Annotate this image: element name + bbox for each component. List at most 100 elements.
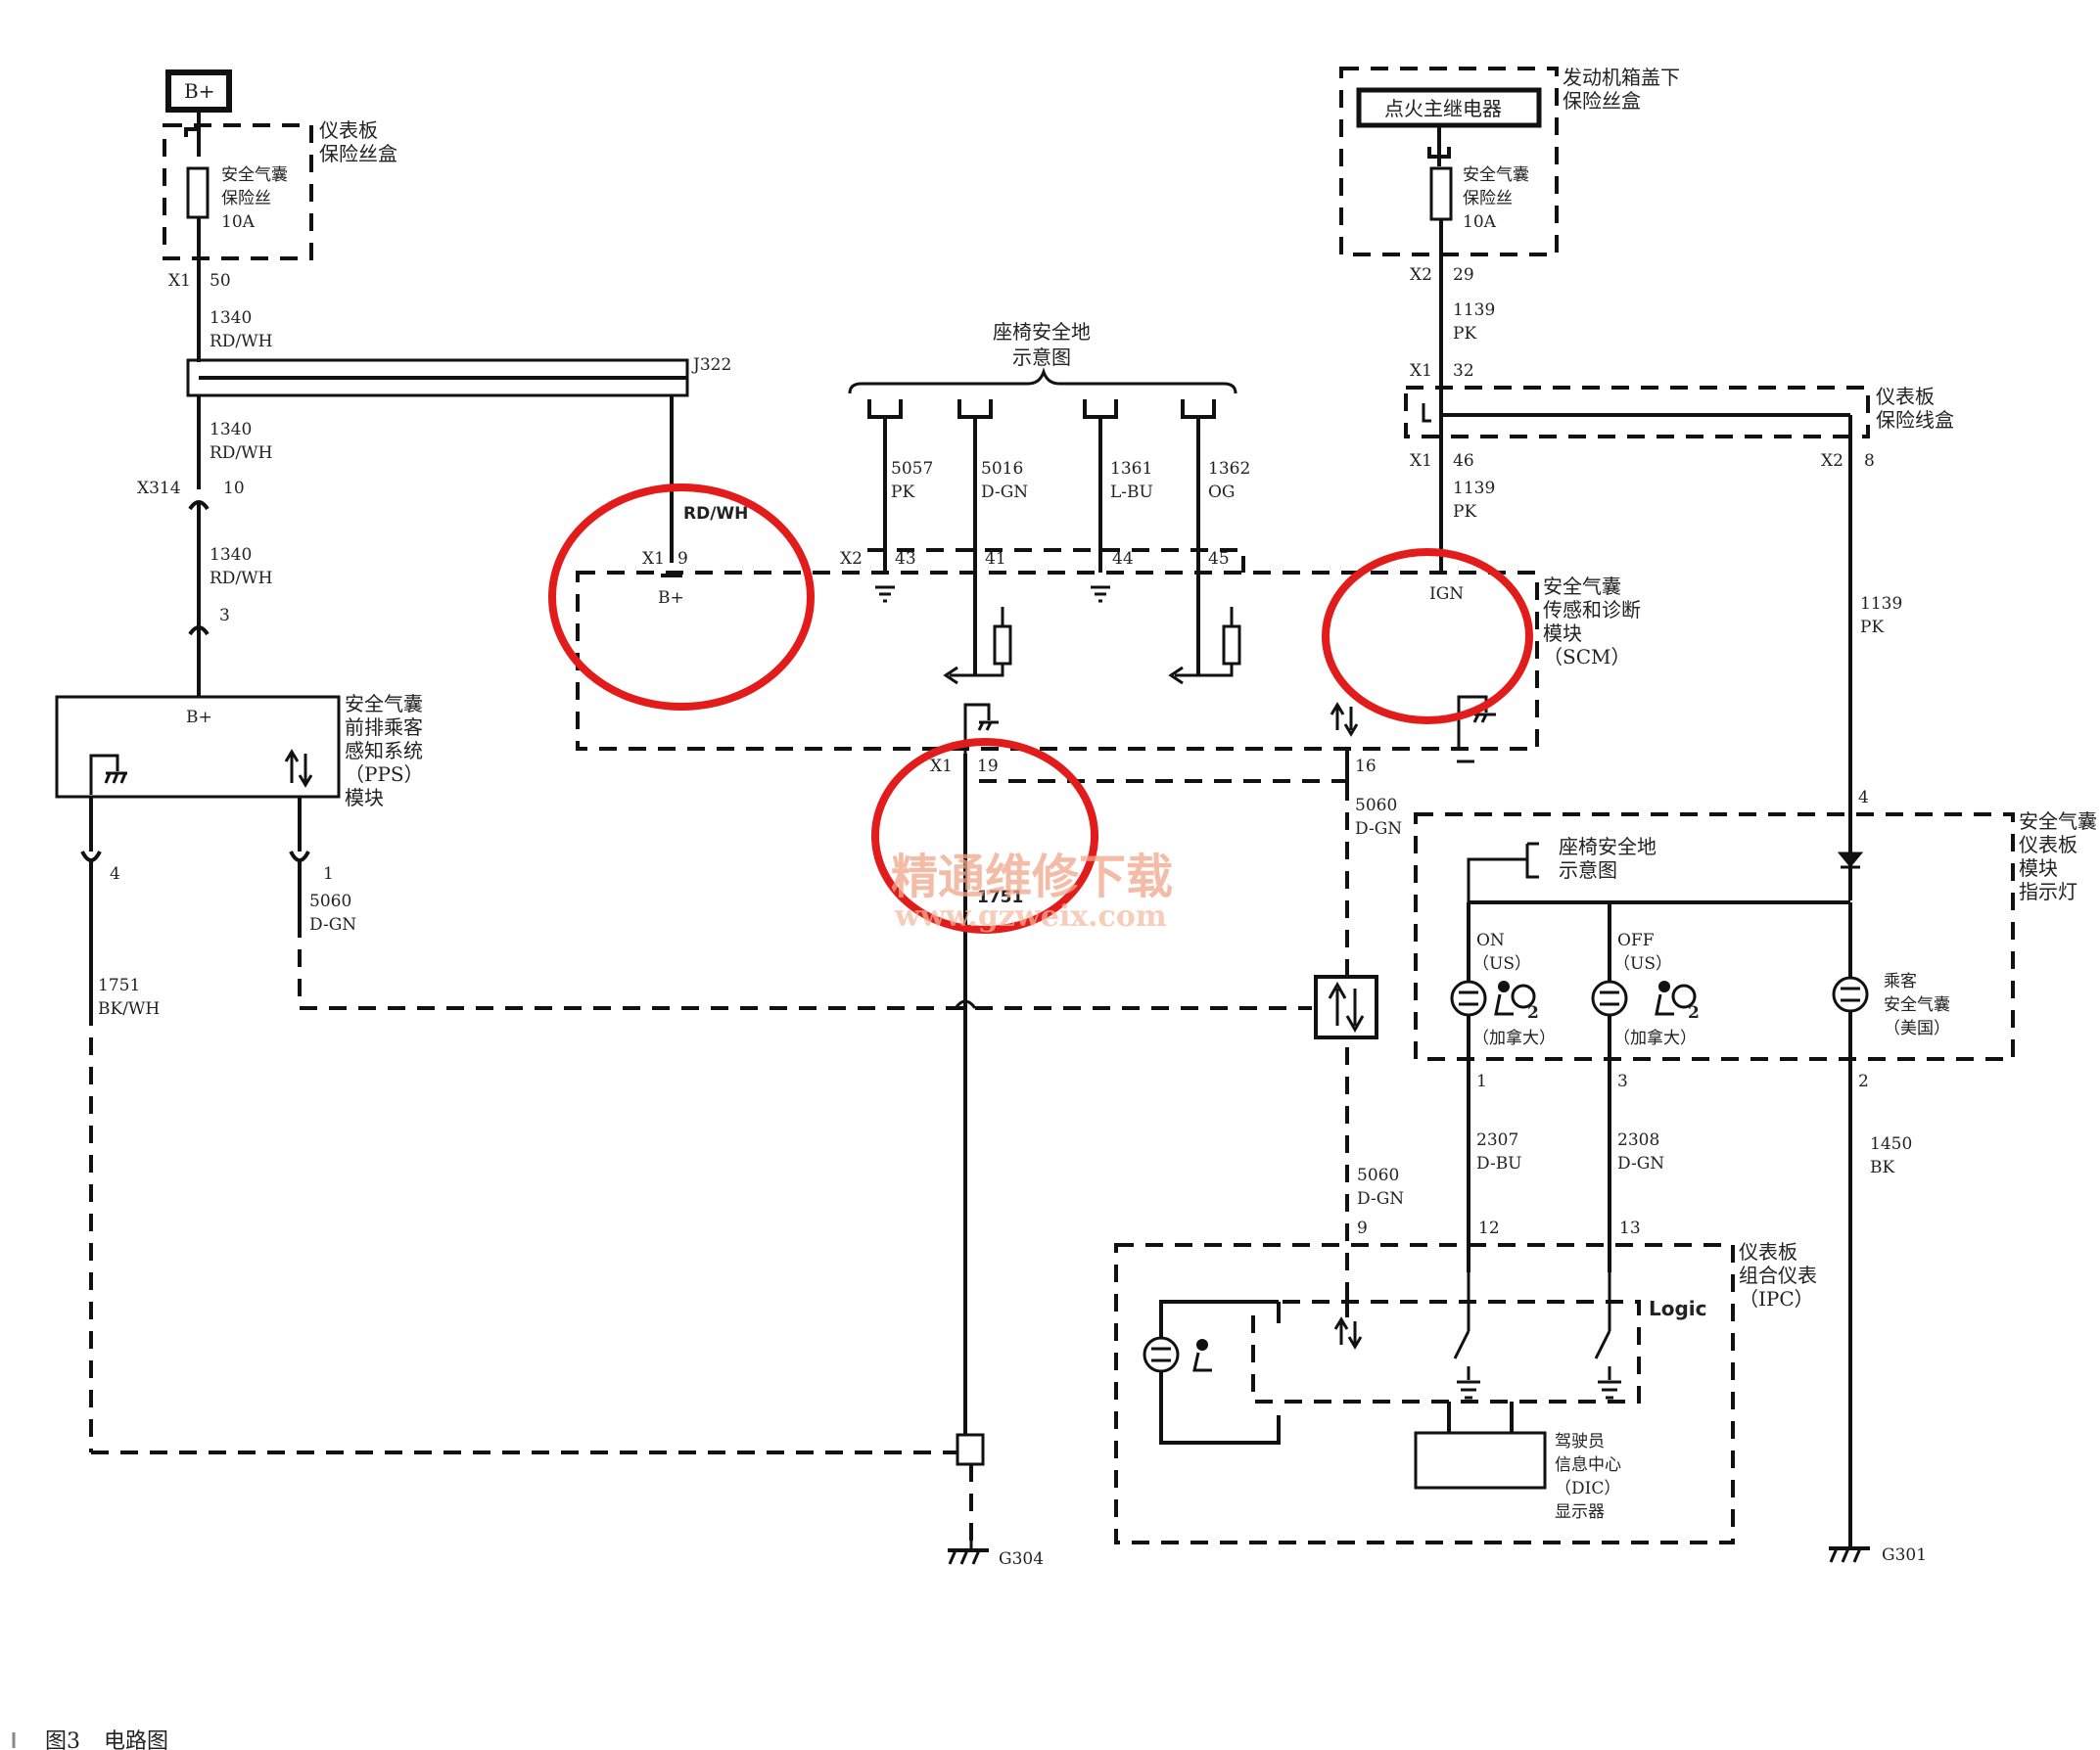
svg-text:44: 44 (1112, 549, 1134, 569)
svg-text:46: 46 (1453, 451, 1474, 471)
svg-text:12: 12 (1478, 1219, 1500, 1238)
svg-text:D-BU: D-BU (1476, 1154, 1522, 1174)
svg-text:5060: 5060 (1355, 796, 1397, 815)
svg-text:保险丝: 保险丝 (1463, 189, 1513, 208)
svg-text:5057: 5057 (891, 459, 933, 479)
svg-text:传感和诊断: 传感和诊断 (1543, 598, 1641, 622)
figure-title: 电路图 (104, 1729, 168, 1750)
svg-text:45: 45 (1208, 549, 1230, 569)
svg-text:（IPC）: （IPC） (1739, 1287, 1814, 1311)
svg-text:B+: B+ (186, 708, 212, 727)
svg-text:BK/WH: BK/WH (98, 999, 160, 1019)
svg-text:RD/WH: RD/WH (683, 504, 748, 524)
svg-text:信息中心: 信息中心 (1555, 1455, 1621, 1475)
svg-text:（US）: （US） (1472, 954, 1531, 974)
ignition-main-relay (1356, 87, 1542, 128)
svg-text:X314: X314 (137, 479, 181, 498)
svg-text:BK: BK (1870, 1158, 1894, 1177)
airbag-fuse-10a-right (1429, 166, 1453, 221)
svg-text:4: 4 (110, 864, 120, 884)
svg-text:41: 41 (985, 549, 1006, 569)
svg-text:Logic: Logic (1649, 1297, 1707, 1320)
svg-text:OG: OG (1208, 483, 1236, 502)
svg-text:2308: 2308 (1617, 1130, 1659, 1150)
svg-text:1751: 1751 (98, 976, 140, 995)
on-indicator-lamp-icon (1450, 980, 1487, 1017)
svg-text:安全气囊: 安全气囊 (1884, 995, 1950, 1015)
svg-text:1362: 1362 (1208, 459, 1250, 479)
svg-text:（PPS）: （PPS） (345, 762, 424, 786)
svg-text:ON: ON (1476, 931, 1505, 950)
svg-text:D-GN: D-GN (981, 483, 1028, 502)
seat-sensor-45 (1168, 607, 1241, 685)
svg-text:模块: 模块 (2019, 856, 2058, 880)
center-section: 座椅安全地 示意图 5057 PK 5016 D-GN 1361 L-BU 13… (576, 320, 1641, 1569)
svg-text:8: 8 (1864, 451, 1875, 471)
red-circle-scm-ign (1322, 548, 1533, 724)
svg-text:PK: PK (1453, 324, 1476, 344)
svg-text:点火主继电器: 点火主继电器 (1384, 97, 1502, 120)
svg-text:发动机箱盖下: 发动机箱盖下 (1563, 66, 1680, 89)
svg-text:RD/WH: RD/WH (210, 443, 272, 463)
svg-text:驾驶员: 驾驶员 (1555, 1432, 1605, 1451)
svg-text:1340: 1340 (210, 420, 252, 439)
svg-text:X2: X2 (840, 549, 863, 569)
svg-text:RD/WH: RD/WH (210, 332, 272, 351)
svg-text:PK: PK (1453, 502, 1476, 522)
svg-text:X1: X1 (1410, 361, 1432, 381)
watermark-url: www.gzweix.com (894, 899, 1167, 934)
red-circle-x1-19 (871, 738, 1098, 934)
svg-text:2307: 2307 (1476, 1130, 1518, 1150)
svg-text:座椅安全地: 座椅安全地 (1559, 835, 1657, 858)
ground-g301-icon (1829, 1546, 1870, 1563)
svg-text:安全气囊: 安全气囊 (2019, 809, 2097, 833)
svg-text:16: 16 (1355, 757, 1377, 776)
red-circle-scm-bplus (548, 484, 815, 711)
ground-icon-44 (1091, 585, 1110, 603)
svg-text:1340: 1340 (210, 545, 252, 565)
switch-13-icon (1594, 1272, 1621, 1400)
svg-text:模块: 模块 (345, 786, 384, 809)
seat-connectors (867, 399, 1216, 419)
svg-text:19: 19 (977, 757, 999, 776)
svg-text:安全气囊: 安全气囊 (1543, 575, 1621, 598)
svg-text:（加拿大）: （加拿大） (1472, 1028, 1556, 1048)
svg-text:保险线盒: 保险线盒 (1876, 408, 1954, 432)
airbag-fuse-10a (186, 166, 210, 219)
svg-text:1: 1 (323, 864, 334, 884)
airbag-seat-off-icon: 2 (1655, 981, 1700, 1023)
svg-text:仪表板: 仪表板 (2019, 833, 2077, 856)
seat-ground-brace (848, 367, 1237, 394)
svg-text:（US）: （US） (1613, 954, 1672, 974)
svg-text:2: 2 (1858, 1072, 1869, 1091)
svg-text:1139: 1139 (1860, 594, 1902, 614)
svg-text:保险丝: 保险丝 (221, 189, 271, 208)
svg-text:IGN: IGN (1429, 584, 1464, 604)
ipc-module-box (1114, 1243, 1735, 1544)
svg-text:感知系统: 感知系统 (345, 739, 423, 762)
svg-text:1361: 1361 (1110, 459, 1152, 479)
svg-text:显示器: 显示器 (1555, 1502, 1605, 1522)
left-section: B+ 仪表板 保险丝盒 安全气囊 保险丝 10A X1 50 1340 RD/W… (55, 69, 1312, 1454)
svg-text:前排乘客: 前排乘客 (345, 715, 423, 739)
svg-text:G301: G301 (1882, 1545, 1927, 1565)
svg-text:乘客: 乘客 (1884, 972, 1917, 991)
svg-text:仪表板: 仪表板 (1739, 1240, 1797, 1264)
figure-number: 图3 (45, 1729, 80, 1750)
splice-g304 (956, 1433, 985, 1466)
svg-text:3: 3 (1617, 1072, 1628, 1091)
indicator-module-box (1414, 812, 2015, 1061)
svg-text:10: 10 (223, 479, 245, 498)
passenger-airbag-lamp-icon (1832, 976, 1869, 1013)
airbag-seat-icon: 2 (1494, 981, 1539, 1023)
svg-text:4: 4 (1858, 788, 1869, 807)
svg-text:X1: X1 (930, 757, 953, 776)
off-indicator-lamp-icon (1591, 980, 1628, 1017)
svg-text:1751: 1751 (977, 888, 1023, 907)
svg-text:组合仪表: 组合仪表 (1739, 1264, 1817, 1287)
svg-text:L-BU: L-BU (1110, 483, 1153, 502)
pps-module (55, 695, 341, 799)
svg-text:PK: PK (891, 483, 914, 502)
svg-text:G304: G304 (999, 1549, 1044, 1569)
